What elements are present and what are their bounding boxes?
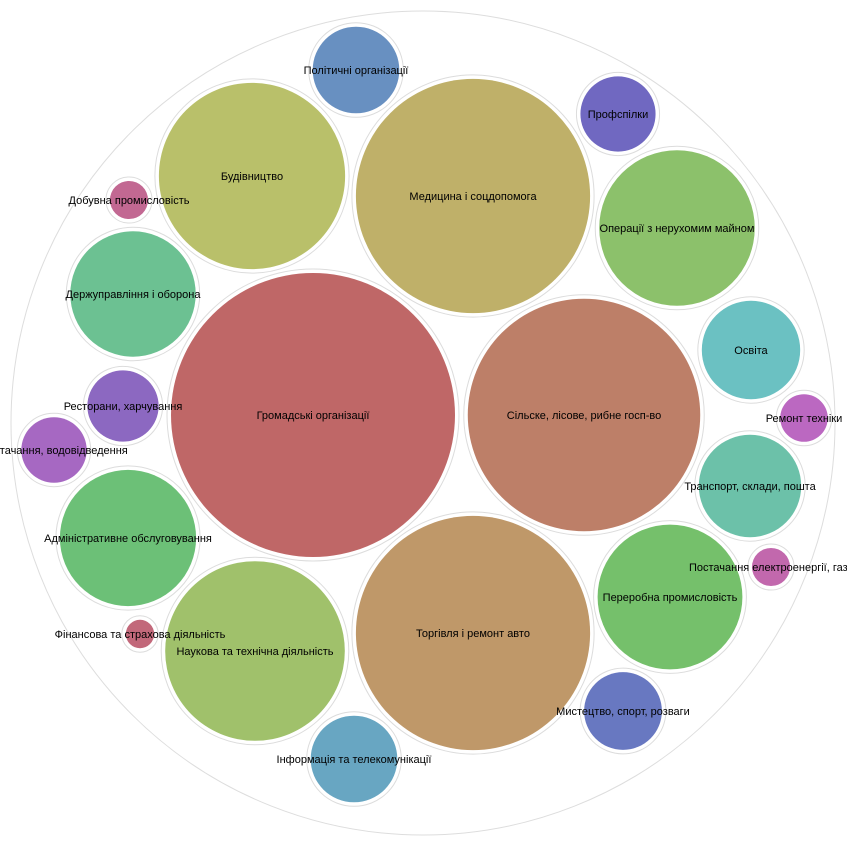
- bubble-circle: [698, 434, 802, 538]
- bubble-circle: [312, 26, 400, 114]
- bubble: Освіта: [697, 296, 805, 404]
- bubble-circle: [171, 273, 455, 557]
- bubble-circle: [597, 524, 743, 670]
- bubble: Держуправління і оборона: [66, 226, 201, 362]
- bubble-circle: [158, 82, 346, 270]
- outer-enclosing-circle: [10, 10, 836, 836]
- bubble-circle: [70, 231, 196, 357]
- bubble-circle: [751, 547, 791, 587]
- bubble-circle: [355, 515, 591, 751]
- bubble-circle: [87, 370, 159, 442]
- bubble-circle: [584, 672, 662, 750]
- bubble: Громадські організації: [166, 268, 460, 562]
- bubble-circle: [599, 150, 755, 306]
- bubble-circle: [467, 298, 701, 532]
- bubble: Політичні організації: [304, 22, 408, 118]
- bubble: Мистецтво, спорт, розваги: [556, 667, 690, 755]
- bubble: Медицина і соцдопомога: [351, 74, 595, 318]
- bubble: Транспорт, склади, пошта: [684, 430, 817, 542]
- bubble-circle: [780, 394, 828, 442]
- bubble-circle: [310, 715, 398, 803]
- bubble-circle: [355, 78, 591, 314]
- bubble-circle: [109, 180, 149, 220]
- bubble-circle: [21, 417, 87, 483]
- bubble-circle: [701, 300, 801, 400]
- bubble: Профспілки: [575, 71, 661, 157]
- bubble: Ресторани, харчування: [64, 365, 182, 447]
- bubble-circle: [580, 76, 656, 152]
- bubble: Переробна промисловість: [593, 520, 747, 674]
- bubble: Наукова та технічна діяльність: [160, 556, 350, 746]
- bubble-circle: [125, 619, 155, 649]
- bubble-circle: [165, 561, 345, 741]
- bubble: Операції з нерухомим майном: [594, 145, 760, 311]
- bubble: Сільске, лісове, рибне госп-во: [463, 294, 705, 536]
- bubble: Будівництво: [154, 78, 350, 274]
- bubble-circle: [59, 469, 197, 607]
- bubble: Торгівля і ремонт авто: [351, 511, 595, 755]
